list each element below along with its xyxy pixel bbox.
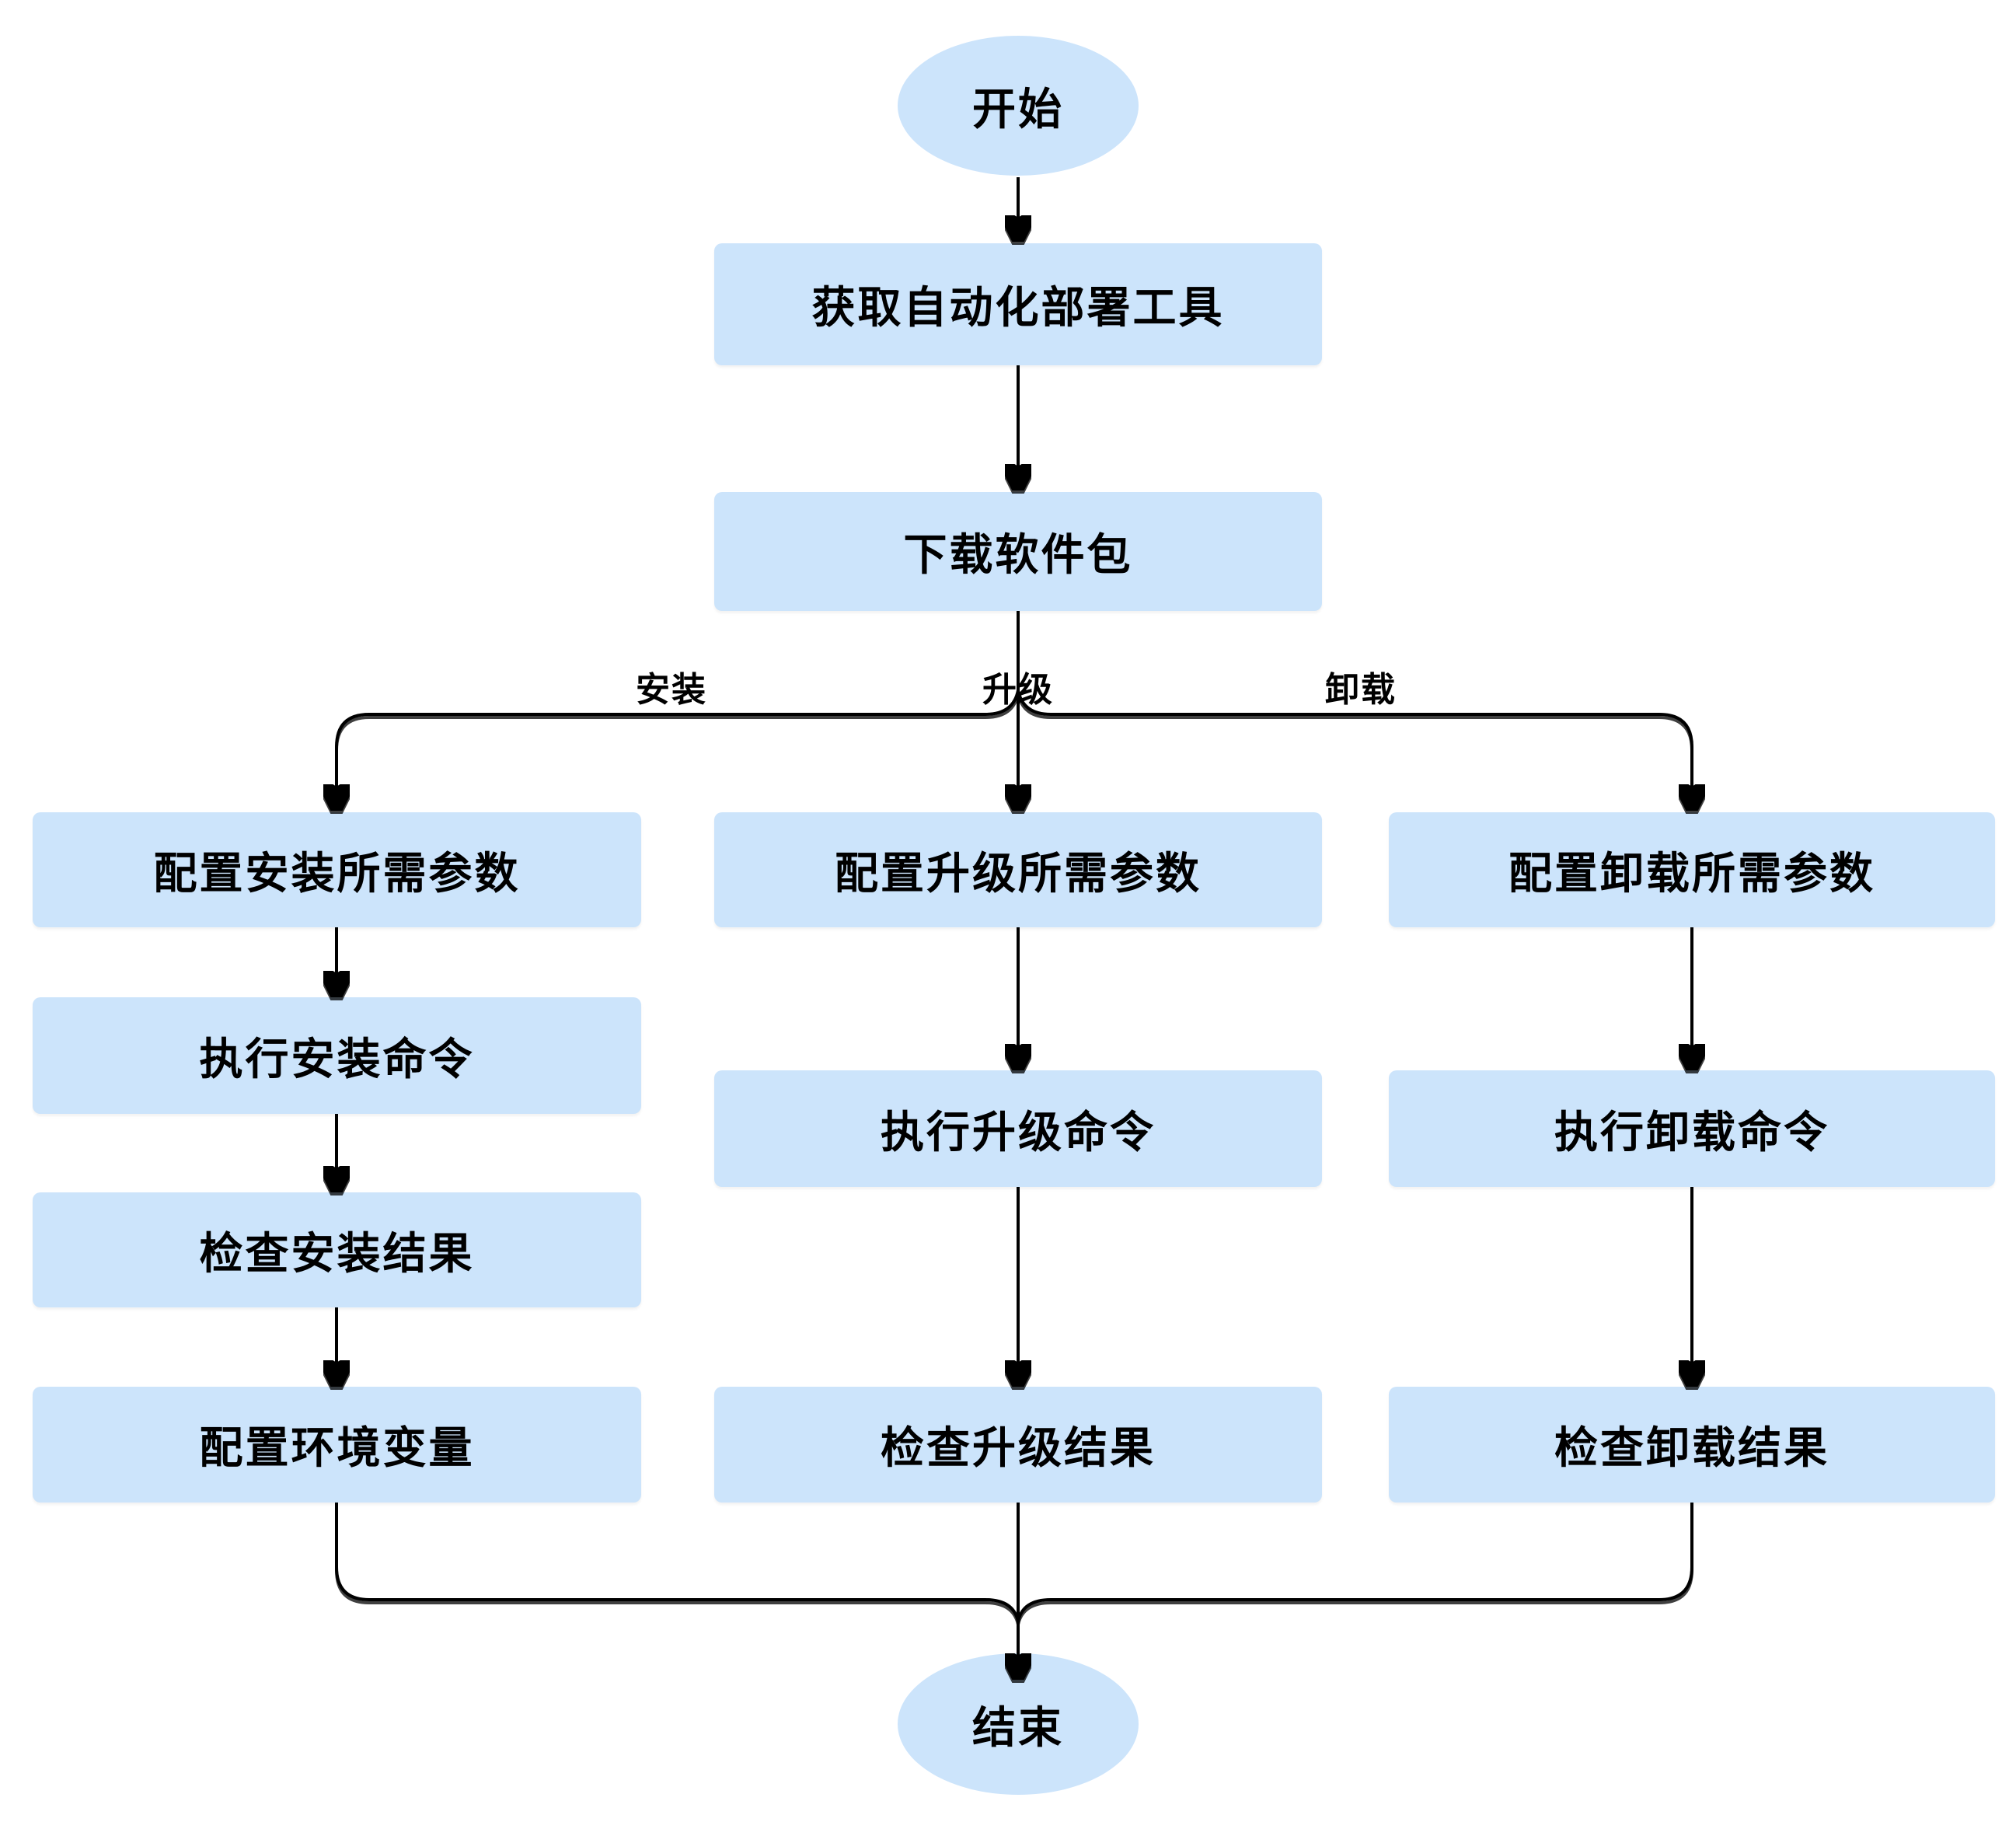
edge-label-uninstall: 卸载 bbox=[1325, 671, 1397, 709]
node-env-vars: 配置环境变量 bbox=[33, 1387, 641, 1503]
edge-label-install: 安装 bbox=[636, 671, 707, 709]
node-uninstall-params-label: 配置卸载所需参数 bbox=[1509, 848, 1875, 898]
node-install-exec-label: 执行安装命令 bbox=[199, 1034, 475, 1084]
node-install-params: 配置安装所需参数 bbox=[33, 812, 641, 927]
node-install-check: 检查安装结果 bbox=[33, 1192, 641, 1307]
node-start-label: 开始 bbox=[972, 84, 1064, 134]
node-uninstall-params: 配置卸载所需参数 bbox=[1389, 812, 1995, 927]
node-end-label: 结束 bbox=[972, 1702, 1064, 1752]
node-start: 开始 bbox=[898, 36, 1139, 176]
node-get-tool: 获取自动化部署工具 bbox=[714, 243, 1322, 365]
node-download: 下载软件包 bbox=[714, 492, 1322, 611]
node-upgrade-exec: 执行升级命令 bbox=[714, 1070, 1322, 1187]
node-uninstall-exec: 执行卸载命令 bbox=[1389, 1070, 1995, 1187]
edge-env-vars-to-end bbox=[335, 1503, 1020, 1622]
node-install-params-label: 配置安装所需参数 bbox=[153, 848, 521, 898]
edge-label-upgrade: 升级 bbox=[982, 671, 1054, 709]
node-uninstall-exec-label: 执行卸载命令 bbox=[1554, 1107, 1829, 1157]
edge-uninstall-check-to-end bbox=[1017, 1503, 1693, 1622]
node-end: 结束 bbox=[898, 1653, 1139, 1795]
node-install-check-label: 检查安装结果 bbox=[199, 1228, 475, 1278]
node-env-vars-label: 配置环境变量 bbox=[199, 1423, 475, 1472]
node-upgrade-check: 检查升级结果 bbox=[714, 1387, 1322, 1503]
node-uninstall-check: 检查卸载结果 bbox=[1389, 1387, 1995, 1503]
node-uninstall-check-label: 检查卸载结果 bbox=[1554, 1423, 1829, 1472]
node-get-tool-label: 获取自动化部署工具 bbox=[811, 283, 1225, 332]
node-download-label: 下载软件包 bbox=[903, 530, 1133, 579]
node-upgrade-params: 配置升级所需参数 bbox=[714, 812, 1322, 927]
node-install-exec: 执行安装命令 bbox=[33, 997, 641, 1114]
node-upgrade-params-label: 配置升级所需参数 bbox=[835, 848, 1202, 898]
node-upgrade-check-label: 检查升级结果 bbox=[881, 1423, 1156, 1472]
node-upgrade-exec-label: 执行升级命令 bbox=[881, 1107, 1156, 1157]
